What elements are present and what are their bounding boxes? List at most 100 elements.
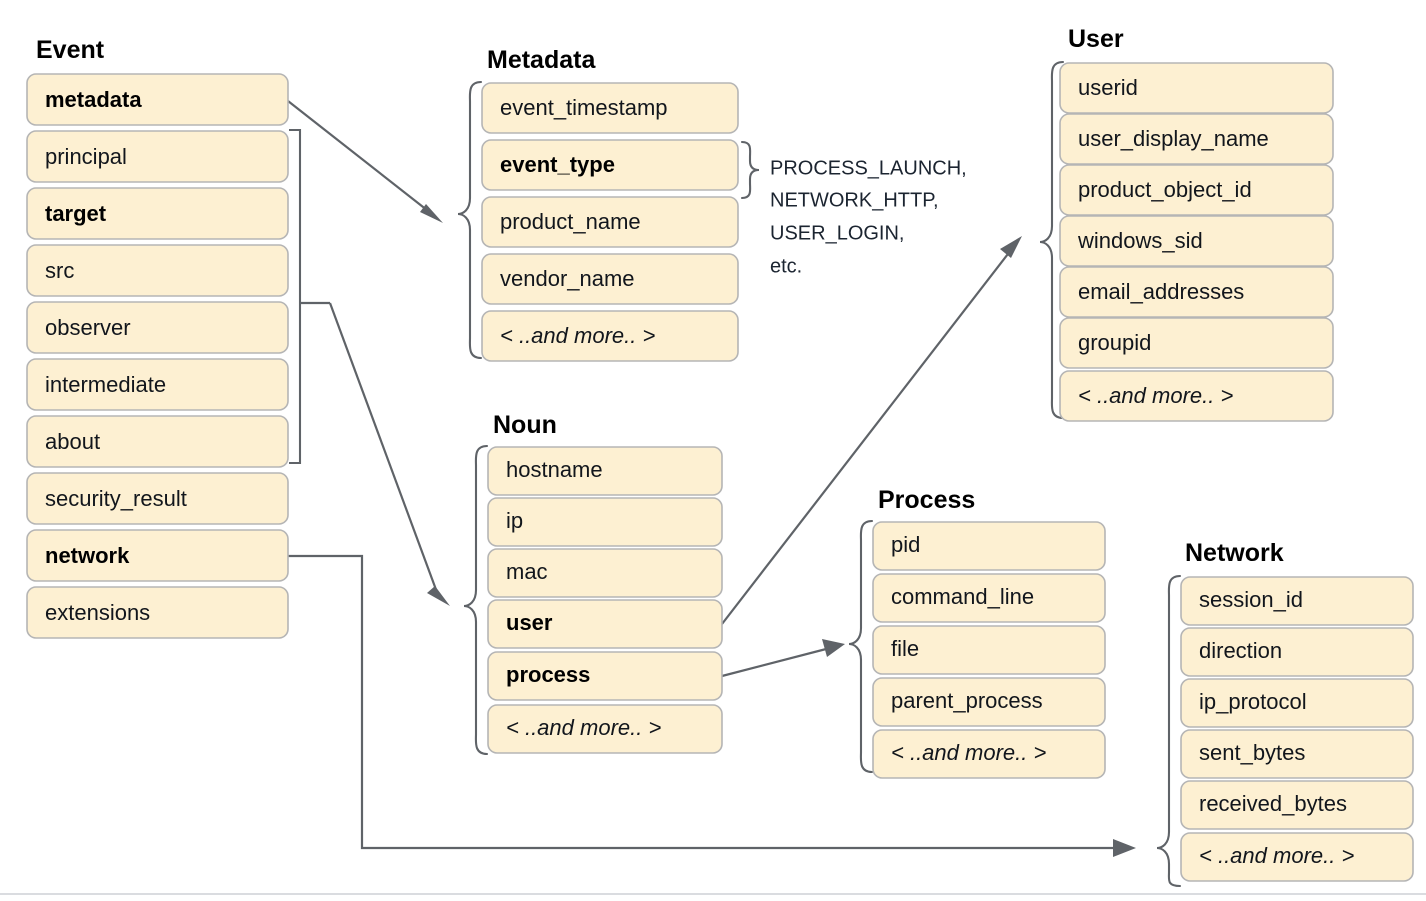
event-field-box-7[interactable]	[26, 472, 289, 525]
user-field-box-2[interactable]	[1059, 164, 1334, 216]
metadata-field-label-2: product_name	[500, 209, 641, 234]
field-box[interactable]: ip_protocol	[1180, 678, 1414, 728]
user-connector-line	[721, 249, 1012, 625]
process-field-label-2: file	[891, 636, 919, 661]
network-connector-line	[288, 554, 1122, 850]
noun-field-box-4[interactable]	[487, 651, 723, 701]
user-field-label-1: user_display_name	[1078, 126, 1269, 151]
user-field-box-0[interactable]	[1059, 62, 1334, 114]
event-field-box-0[interactable]	[26, 73, 289, 126]
field-box[interactable]: principal	[26, 130, 289, 183]
metadata-field-box-4[interactable]	[481, 310, 739, 362]
event-field-label-9: extensions	[45, 600, 150, 625]
process-field-box-3[interactable]	[872, 677, 1106, 727]
field-box[interactable]: network	[26, 529, 289, 582]
field-box[interactable]: user_display_name	[1059, 113, 1334, 165]
field-box[interactable]: metadata	[26, 73, 289, 126]
field-box[interactable]: user	[487, 599, 723, 649]
process-connector-line	[721, 646, 831, 678]
field-box[interactable]: target	[26, 187, 289, 240]
field-box[interactable]: userid	[1059, 62, 1334, 114]
user-group-brace	[1039, 60, 1065, 420]
field-box[interactable]: parent_process	[872, 677, 1106, 727]
field-box[interactable]: ip	[487, 497, 723, 547]
field-box[interactable]: direction	[1180, 627, 1414, 677]
field-box[interactable]: < ..and more.. >	[487, 704, 723, 754]
field-box[interactable]: pid	[872, 521, 1106, 571]
noun-field-box-0[interactable]	[487, 446, 723, 496]
process-field-label-1: command_line	[891, 584, 1034, 609]
event-field-box-8[interactable]	[26, 529, 289, 582]
process-field-box-0[interactable]	[872, 521, 1106, 571]
field-box[interactable]: < ..and more.. >	[1180, 832, 1414, 882]
event-field-box-1[interactable]	[26, 130, 289, 183]
connector-layer	[287, 60, 1182, 888]
field-box[interactable]: process	[487, 651, 723, 701]
metadata-field-box-0[interactable]	[481, 82, 739, 134]
network-field-box-4[interactable]	[1180, 780, 1414, 830]
process-field-box-4[interactable]	[872, 729, 1106, 779]
user-field-box-1[interactable]	[1059, 113, 1334, 165]
process-field-label-3: parent_process	[891, 688, 1043, 713]
network-field-box-2[interactable]	[1180, 678, 1414, 728]
network-field-box-3[interactable]	[1180, 729, 1414, 779]
event-noun-fields-bracket	[289, 128, 302, 465]
process-field-box-1[interactable]	[872, 573, 1106, 623]
network-field-label-0: session_id	[1199, 587, 1303, 612]
field-box[interactable]: windows_sid	[1059, 215, 1334, 267]
group-title-event: Event	[36, 36, 105, 64]
metadata-field-box-3[interactable]	[481, 253, 739, 305]
field-box[interactable]: extensions	[26, 586, 289, 639]
user-field-box-3[interactable]	[1059, 215, 1334, 267]
field-box[interactable]: received_bytes	[1180, 780, 1414, 830]
field-box[interactable]: security_result	[26, 472, 289, 525]
network-field-box-0[interactable]	[1180, 576, 1414, 626]
user-field-box-4[interactable]	[1059, 266, 1334, 318]
field-box[interactable]: file	[872, 625, 1106, 675]
user-field-box-5[interactable]	[1059, 317, 1334, 369]
event-field-box-9[interactable]	[26, 586, 289, 639]
user-field-label-3: windows_sid	[1077, 228, 1203, 253]
field-box[interactable]: event_timestamp	[481, 82, 739, 134]
event-field-box-2[interactable]	[26, 187, 289, 240]
network-field-label-3: sent_bytes	[1199, 740, 1305, 765]
metadata-field-box-2[interactable]	[481, 196, 739, 248]
noun-field-box-2[interactable]	[487, 548, 723, 598]
field-box[interactable]: sent_bytes	[1180, 729, 1414, 779]
process-field-box-2[interactable]	[872, 625, 1106, 675]
field-box[interactable]: hostname	[487, 446, 723, 496]
field-box[interactable]: command_line	[872, 573, 1106, 623]
field-box[interactable]: product_object_id	[1059, 164, 1334, 216]
network-group-brace	[1156, 574, 1182, 888]
field-box[interactable]: groupid	[1059, 317, 1334, 369]
field-box[interactable]: session_id	[1180, 576, 1414, 626]
network-field-box-5[interactable]	[1180, 832, 1414, 882]
network-field-box-1[interactable]	[1180, 627, 1414, 677]
event-field-box-6[interactable]	[26, 415, 289, 468]
metadata-connector-arrowhead	[420, 204, 443, 223]
event-field-box-5[interactable]	[26, 358, 289, 411]
noun-field-box-5[interactable]	[487, 704, 723, 754]
event-field-box-4[interactable]	[26, 301, 289, 354]
field-box[interactable]: email_addresses	[1059, 266, 1334, 318]
metadata-field-box-1[interactable]	[481, 139, 739, 191]
field-box[interactable]: mac	[487, 548, 723, 598]
field-box[interactable]: product_name	[481, 196, 739, 248]
event-field-box-3[interactable]	[26, 244, 289, 297]
field-box[interactable]: intermediate	[26, 358, 289, 411]
process-group-brace	[848, 519, 874, 774]
user-field-label-5: groupid	[1078, 330, 1151, 355]
user-field-label-2: product_object_id	[1078, 177, 1252, 202]
user-field-box-6[interactable]	[1059, 370, 1334, 422]
field-box[interactable]: vendor_name	[481, 253, 739, 305]
field-box[interactable]: < ..and more.. >	[1059, 370, 1334, 422]
field-box[interactable]: event_type	[481, 139, 739, 191]
noun-field-box-1[interactable]	[487, 497, 723, 547]
field-box[interactable]: < ..and more.. >	[872, 729, 1106, 779]
field-box[interactable]: observer	[26, 301, 289, 354]
field-box[interactable]: about	[26, 415, 289, 468]
field-box[interactable]: src	[26, 244, 289, 297]
noun-field-box-3[interactable]	[487, 599, 723, 649]
field-box[interactable]: < ..and more.. >	[481, 310, 739, 362]
user-connector-arrowhead	[1000, 236, 1022, 258]
